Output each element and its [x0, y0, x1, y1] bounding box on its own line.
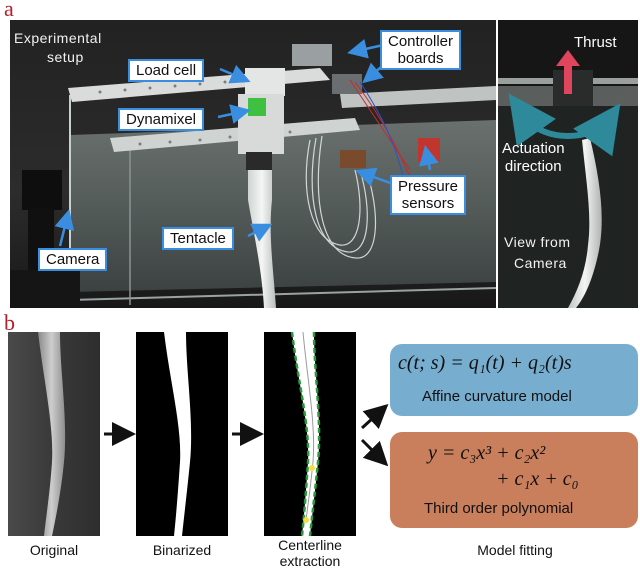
actuation-direction-label: Actuation direction: [502, 140, 565, 176]
callout-controller-line1: Controller: [388, 33, 454, 50]
callout-tentacle: Tentacle: [162, 227, 234, 250]
arrow-to-affine: [360, 403, 389, 430]
thrust-arrow-icon: [556, 50, 580, 94]
tentacle-arrow: [247, 223, 273, 242]
affine-model-box: c(t; s) = q₁(t) + q₂(t)s Affine curvatur…: [390, 344, 638, 416]
polynomial-model-label: Third order polynomial: [424, 500, 574, 517]
callout-dynamixel: Dynamixel: [118, 108, 205, 131]
affine-model-label: Affine curvature model: [422, 388, 572, 405]
callout-pressure-line1: Pressure: [398, 178, 459, 195]
polynomial-model-box: y = c₃x³ + c₂x² + c₁x + c₀ Third order p…: [390, 432, 638, 528]
dynamixel-arrow: [217, 104, 251, 124]
callout-pressure-sensors: Pressure sensors: [390, 175, 467, 215]
caption-model-fitting: Model fitting: [477, 542, 553, 558]
caption-centerline-line2: extraction: [279, 553, 341, 569]
actuation-line2: direction: [504, 158, 562, 175]
original-image-drawing: [8, 332, 100, 536]
callout-pressure-line2: sensors: [401, 195, 455, 212]
callout-load-cell: Load cell: [128, 59, 205, 82]
arrow-to-polynomial: [360, 438, 389, 467]
callout-controller-boards: Controller boards: [380, 30, 462, 70]
camera-view-arrows: [508, 50, 621, 157]
centerline-image: [264, 332, 356, 536]
affine-equation: c(t; s) = q₁(t) + q₂(t)s: [398, 352, 572, 374]
polynomial-equation-line2: + c₁x + c₀: [496, 468, 579, 490]
polynomial-equation-line1: y = c₃x³ + c₂x²: [428, 442, 546, 464]
view-from-camera-line2: Camera: [514, 255, 567, 271]
camera-arrow: [54, 209, 75, 247]
load-cell-arrow: [219, 64, 251, 84]
caption-centerline-line1: Centerline: [278, 537, 342, 553]
actuation-line1: Actuation: [502, 140, 565, 157]
caption-original: Original: [29, 542, 79, 558]
pressure-arrow-2: [419, 145, 439, 171]
setup-title-line1: Experimental: [14, 30, 102, 46]
centerline-image-drawing: [264, 332, 356, 536]
original-image: [8, 332, 100, 536]
caption-binarized: Binarized: [152, 542, 212, 558]
panel-a-letter: a: [4, 0, 14, 21]
setup-title-line2: setup: [47, 49, 84, 65]
binarized-image: [136, 332, 228, 536]
caption-centerline: Centerline extraction: [250, 537, 370, 569]
callout-camera: Camera: [38, 248, 108, 271]
actuation-arrow-icon: [508, 93, 621, 157]
callout-controller-line2: boards: [397, 50, 444, 67]
binarized-image-drawing: [136, 332, 228, 536]
panel-b-letter: b: [4, 310, 15, 335]
thrust-label: Thrust: [574, 34, 617, 51]
view-from-camera-line1: View from: [504, 234, 571, 250]
